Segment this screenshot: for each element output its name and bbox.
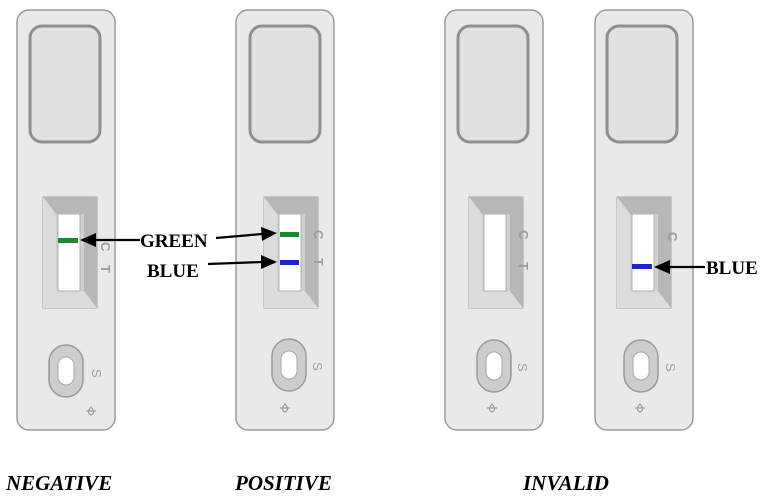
test-strip <box>483 213 507 292</box>
caption-invalid: INVALID <box>522 471 609 495</box>
test-strip <box>631 213 655 292</box>
callout-blue-right: BLUE <box>706 258 758 279</box>
cassette-invalid-2: C S <box>594 9 694 431</box>
cassette-negative: C T S <box>16 9 116 431</box>
sample-well <box>623 339 659 393</box>
drop-icon <box>487 403 497 413</box>
result-window <box>468 196 524 309</box>
test-line-blue <box>280 260 299 265</box>
test-label: T <box>516 262 531 270</box>
test-strip <box>57 213 81 292</box>
control-label: C <box>311 230 326 240</box>
arrow-blue-to-positive <box>207 255 277 269</box>
control-label: C <box>516 230 531 240</box>
caption-negative: NEGATIVE <box>5 471 112 495</box>
test-label: T <box>98 265 113 273</box>
callout-blue-left: BLUE <box>147 261 199 282</box>
callout-green: GREEN <box>140 231 208 252</box>
cassette-top-pad <box>605 24 679 144</box>
test-strip <box>278 213 302 292</box>
drop-icon <box>280 403 290 413</box>
sample-label: S <box>515 363 530 372</box>
cassette-top-pad <box>456 24 530 144</box>
result-window <box>616 196 672 309</box>
control-line-green <box>280 232 299 237</box>
drop-icon <box>635 403 645 413</box>
test-line-blue <box>632 264 652 269</box>
result-window <box>263 196 319 309</box>
control-line-green <box>58 238 78 243</box>
test-label: T <box>311 258 326 266</box>
arrow-green-to-negative <box>80 233 140 247</box>
cassette-top-pad <box>28 24 102 144</box>
sample-well <box>271 338 307 392</box>
sample-well <box>476 339 512 393</box>
drop-icon <box>86 406 96 416</box>
control-label: C <box>98 242 113 252</box>
sample-label: S <box>663 363 678 372</box>
caption-positive: POSITIVE <box>234 471 332 495</box>
arrow-green-to-positive <box>215 227 277 241</box>
control-label: C <box>665 232 680 242</box>
sample-label: S <box>89 369 104 378</box>
cassette-positive: C T S <box>235 9 335 431</box>
cassette-invalid-1: C T S <box>444 9 544 431</box>
result-window <box>42 196 98 309</box>
sample-label: S <box>310 362 325 371</box>
cassette-top-pad <box>248 24 322 144</box>
sample-well <box>48 344 84 398</box>
arrow-blue-to-invalid <box>654 260 705 274</box>
